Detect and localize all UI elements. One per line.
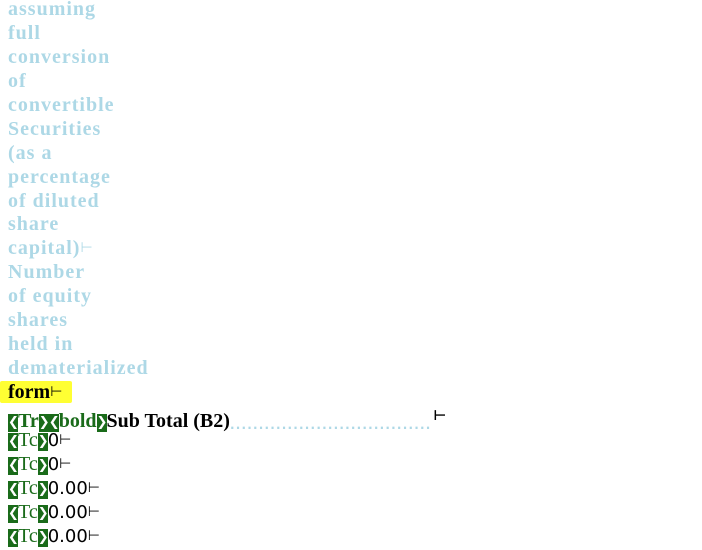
tag-close-marker-icon[interactable]: ❯ <box>38 414 50 432</box>
style-tag: bold <box>58 410 97 432</box>
tag-open-marker-icon[interactable]: ❮ <box>8 481 19 499</box>
text-line: held in <box>8 333 74 355</box>
tag-open-marker-icon[interactable]: ❮ <box>48 414 60 432</box>
paragraph-mark-icon: ⊢ <box>80 240 94 256</box>
cell-value: 0.00 <box>47 478 88 499</box>
text-line-with-mark: capital)⊢ <box>8 236 94 260</box>
table-cell-row: ❮Tc❯0⊢ <box>8 452 71 476</box>
text-line: Securities <box>8 118 102 140</box>
selection-highlight[interactable]: form⊢ <box>0 381 73 403</box>
text-line: dematerialized <box>8 357 149 379</box>
text: form <box>8 381 51 403</box>
tag-open-marker-icon[interactable]: ❮ <box>8 457 19 475</box>
text-line: (as a <box>8 142 53 164</box>
end-of-cell-mark-icon: ⊢ <box>433 408 447 424</box>
tag-close-marker-icon[interactable]: ❯ <box>37 505 49 523</box>
table-cell-row: ❮Tc❯0⊢ <box>8 428 71 452</box>
tag-close-marker-icon[interactable]: ❯ <box>96 414 108 432</box>
cell-value: 0 <box>47 454 60 475</box>
text-line: of equity <box>8 285 92 307</box>
paragraph-mark-icon: ⊢ <box>59 456 72 472</box>
cell-tag: Tc <box>18 525 38 547</box>
text: capital) <box>8 237 81 259</box>
cell-tag: Tc <box>18 453 38 475</box>
cell-value: 0.00 <box>47 526 88 547</box>
text-line: share <box>8 213 60 235</box>
text-line: conversion <box>8 46 111 68</box>
text-line: assuming <box>8 0 97 20</box>
cell-value: 0 <box>47 430 60 451</box>
subtotal-label: Sub Total (B2) <box>106 410 230 432</box>
text-line: shares <box>8 309 69 331</box>
text-line: Number <box>8 261 86 283</box>
tag-open-marker-icon[interactable]: ❮ <box>8 433 19 451</box>
paragraph-mark-icon: ⊢ <box>87 504 100 520</box>
tag-close-marker-icon[interactable]: ❯ <box>37 433 49 451</box>
row-tag: Tr <box>18 410 39 432</box>
tag-close-marker-icon[interactable]: ❯ <box>37 481 49 499</box>
table-cell-row: ❮Tc❯0.00⊢ <box>8 524 100 548</box>
highlighted-text-line[interactable]: form⊢ <box>0 380 73 404</box>
text-line: convertible <box>8 94 115 116</box>
cell-tag: Tc <box>18 501 38 523</box>
paragraph-mark-icon: ⊢ <box>50 384 63 400</box>
subtotal-row: ❮Tr❯❮bold❯Sub Total (B2)................… <box>8 404 447 432</box>
paragraph-mark-icon: ⊢ <box>87 480 100 496</box>
cell-tag: Tc <box>18 547 38 550</box>
text-line: full <box>8 22 41 44</box>
table-cell-row: ❮Tc❯0.00⊢ <box>8 500 100 524</box>
tag-open-marker-icon[interactable]: ❮ <box>8 529 19 547</box>
dot-leader: ................................... <box>229 418 432 432</box>
table-cell-row: ❮Tc❯0.00⊢ <box>8 476 100 500</box>
tag-open-marker-icon[interactable]: ❮ <box>8 505 19 523</box>
cell-tag: Tc <box>18 477 38 499</box>
text-line: of diluted <box>8 190 100 212</box>
tag-close-marker-icon[interactable]: ❯ <box>37 457 49 475</box>
text-line: of <box>8 70 27 92</box>
table-cell-row-partial: ❮Tc❯ <box>8 546 48 550</box>
text-line: percentage <box>8 166 111 188</box>
tag-open-marker-icon[interactable]: ❮ <box>8 414 19 432</box>
tag-close-marker-icon[interactable]: ❯ <box>37 529 49 547</box>
paragraph-mark-icon: ⊢ <box>87 528 100 544</box>
paragraph-mark-icon: ⊢ <box>59 432 72 448</box>
cell-tag: Tc <box>18 429 38 451</box>
cell-value: 0.00 <box>47 502 88 523</box>
